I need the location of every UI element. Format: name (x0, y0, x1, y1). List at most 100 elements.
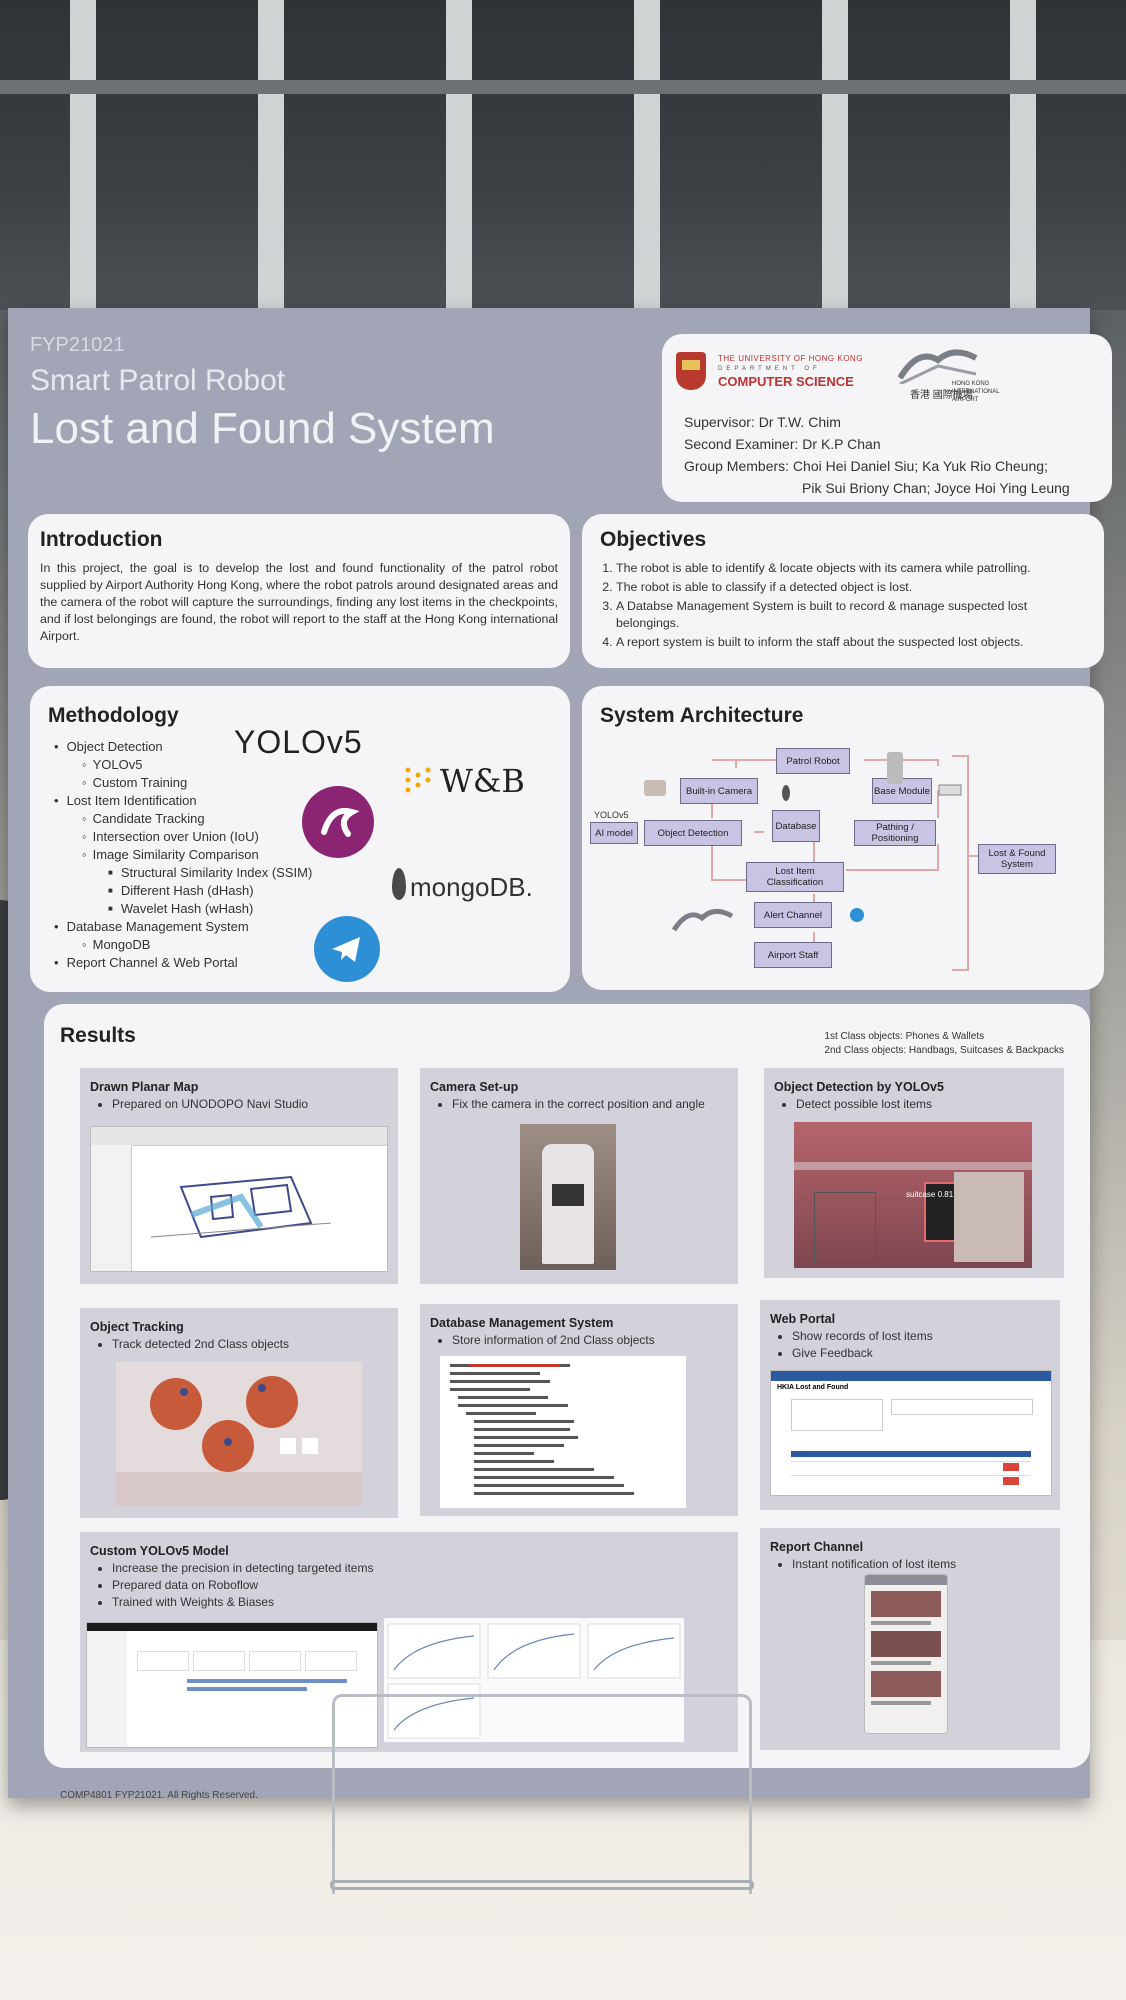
object-tracking-render (116, 1362, 362, 1506)
panel-web-portal: Web Portal Show records of lost items Gi… (760, 1300, 1060, 1510)
supervisor: Supervisor: Dr T.W. Chim (684, 414, 841, 430)
panel-object-detection: Object Detection by YOLOv5 Detect possib… (764, 1068, 1064, 1278)
object-detection-photo: suitcase 0.81 (794, 1122, 1032, 1268)
panel-bullet: Show records of lost items (792, 1328, 1050, 1345)
hku-crest-icon (676, 352, 706, 390)
module-icon (938, 784, 962, 796)
hku-dept: DEPARTMENT OF (718, 366, 821, 372)
panel-title: Drawn Planar Map (90, 1080, 199, 1094)
method-item: YOLOv5 (48, 756, 552, 774)
poster-title-line2: Lost and Found System (30, 404, 495, 453)
panel-report-channel: Report Channel Instant notification of l… (760, 1528, 1060, 1750)
results-card: Results 1st Class objects: Phones & Wall… (44, 1004, 1090, 1768)
camera-icon (644, 780, 666, 796)
box-alert-channel: Alert Channel (754, 902, 832, 928)
panel-bullet: Store information of 2nd Class objects (452, 1332, 728, 1349)
panel-title: Web Portal (770, 1312, 836, 1326)
training-curves (384, 1618, 684, 1742)
box-airport-staff: Airport Staff (754, 942, 832, 968)
second-examiner: Second Examiner: Dr K.P Chan (684, 436, 881, 452)
planar-map-screenshot (90, 1126, 388, 1272)
footer-copyright: COMP4801 FYP21021. All Rights Reserved. (60, 1790, 258, 1801)
introduction-heading: Introduction (40, 528, 163, 551)
mongodb-leaf-icon (392, 868, 406, 900)
web-portal-screenshot: HKIA Lost and Found (770, 1370, 1052, 1496)
panel-title: Custom YOLOv5 Model (90, 1544, 229, 1558)
yolov5-logo-text: YOLOv5 (234, 724, 363, 760)
poster-stand-base (330, 1880, 754, 1890)
class-note-2: 2nd Class objects: Handbags, Suitcases &… (824, 1045, 1064, 1056)
panel-bullet: Trained with Weights & Biases (112, 1594, 728, 1611)
telegram-chat-screenshot (864, 1574, 948, 1734)
method-item: Report Channel & Web Portal (48, 954, 552, 972)
objectives-list: The robot is able to identify & locate o… (600, 560, 1086, 651)
detection-label: suitcase 0.81 (906, 1190, 954, 1199)
panel-title: Object Tracking (90, 1320, 184, 1334)
method-item: Structural Similarity Index (SSIM) (48, 864, 552, 882)
objectives-heading: Objectives (600, 528, 707, 551)
robot-icon (887, 752, 903, 784)
poster-title-line1: Smart Patrol Robot (30, 364, 286, 397)
hku-cs: COMPUTER SCIENCE (718, 374, 854, 389)
method-item: Image Similarity Comparison (48, 846, 552, 864)
objective-item: A report system is built to inform the s… (616, 634, 1086, 651)
method-item: Intersection over Union (IoU) (48, 828, 552, 846)
architecture-heading: System Architecture (600, 704, 804, 727)
yolov5-logo: YOLOv5 (234, 724, 363, 761)
panel-bullet: Instant notification of lost items (792, 1556, 1050, 1573)
database-screenshot (440, 1356, 686, 1508)
method-item: Lost Item Identification (48, 792, 552, 810)
hku-name: THE UNIVERSITY OF HONG KONG (718, 354, 863, 363)
panel-title: Camera Set-up (430, 1080, 519, 1094)
box-database: Database (772, 810, 820, 842)
architecture-card: System Architecture Patrol Robot Built-i… (582, 686, 1104, 990)
panel-custom-yolov5: Custom YOLOv5 Model Increase the precisi… (80, 1532, 738, 1752)
panel-bullet: Prepared data on Roboflow (112, 1577, 728, 1594)
methodology-card: Methodology Object Detection YOLOv5 Cust… (30, 686, 570, 992)
hkia-cn: 香港 國際機場 (910, 390, 973, 401)
results-heading: Results (60, 1024, 136, 1047)
info-card: THE UNIVERSITY OF HONG KONG DEPARTMENT O… (662, 334, 1112, 502)
method-item: Object Detection (48, 738, 552, 756)
method-item: Different Hash (dHash) (48, 882, 552, 900)
group-members-1: Group Members: Choi Hei Daniel Siu; Ka Y… (684, 458, 1048, 474)
group-members-2: Pik Sui Briony Chan; Joyce Hoi Ying Leun… (802, 480, 1070, 496)
telegram-logo-icon (314, 916, 380, 982)
box-pathing-positioning: Pathing / Positioning (854, 820, 936, 846)
ai-model-tag: YOLOv5 (594, 810, 629, 820)
mongodb-logo: mongoDB. (410, 872, 533, 902)
panel-bullet: Give Feedback (792, 1345, 1050, 1362)
panel-bullet: Fix the camera in the correct position a… (452, 1096, 728, 1113)
panel-bullet: Increase the precision in detecting targ… (112, 1560, 728, 1577)
panel-title: Object Detection by YOLOv5 (774, 1080, 944, 1094)
objective-item: A Databse Management System is built to … (616, 598, 1086, 632)
hkia-logo-icon (898, 349, 978, 384)
box-object-detection: Object Detection (644, 820, 742, 846)
panel-camera-setup: Camera Set-up Fix the camera in the corr… (420, 1068, 738, 1284)
panel-database: Database Management System Store informa… (420, 1304, 738, 1516)
objective-item: The robot is able to classify if a detec… (616, 579, 1086, 596)
panel-title: Database Management System (430, 1316, 614, 1330)
wandb-dots-icon (405, 767, 431, 793)
methodology-list: Object Detection YOLOv5 Custom Training … (48, 738, 552, 972)
panel-bullet: Track detected 2nd Class objects (112, 1336, 388, 1353)
wandb-logo: W&B (440, 762, 525, 800)
method-item: Custom Training (48, 774, 552, 792)
objectives-card: Objectives The robot is able to identify… (582, 514, 1104, 668)
class-note: 1st Class objects: Phones & Wallets 2nd … (824, 1030, 1064, 1058)
panel-title: Report Channel (770, 1540, 864, 1554)
hkia-small-logo-icon (672, 909, 734, 932)
roboflow-logo-icon (302, 786, 374, 858)
poster-stand (332, 1694, 752, 1894)
background-shelving (0, 0, 1126, 310)
project-code: FYP21021 (30, 334, 125, 356)
portal-app-title: HKIA Lost and Found (777, 1384, 849, 1391)
method-item: Wavelet Hash (wHash) (48, 900, 552, 918)
method-item: MongoDB (48, 936, 552, 954)
camera-setup-photo (520, 1124, 616, 1270)
method-item: Candidate Tracking (48, 810, 552, 828)
box-ai-model: AI model (590, 822, 638, 844)
method-item: Database Management System (48, 918, 552, 936)
objective-item: The robot is able to identify & locate o… (616, 560, 1086, 577)
box-patrol-robot: Patrol Robot (776, 748, 850, 774)
